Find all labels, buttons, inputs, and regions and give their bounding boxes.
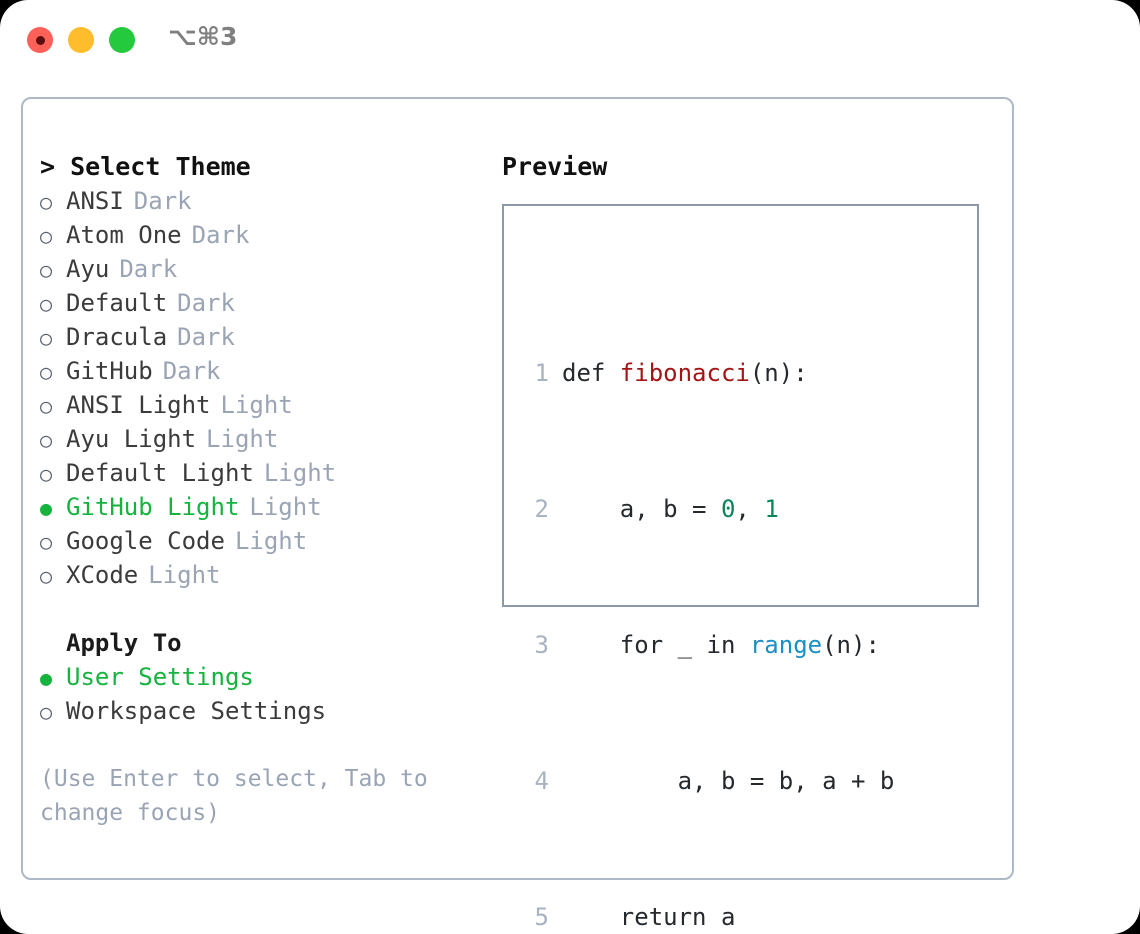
theme-option-tag: Dark [133, 187, 192, 215]
preview-column: Preview [502, 150, 992, 184]
code-text: for _ in range(n): [562, 628, 880, 662]
code-line: 1 def fibonacci(n): [522, 356, 923, 390]
theme-option-tag: Light [249, 493, 322, 521]
code-line: 3 for _ in range(n): [522, 628, 923, 662]
theme-option-tag: Light [148, 561, 221, 589]
apply-to-option-workspace-settings[interactable]: ○ Workspace Settings [40, 694, 490, 728]
radio-icon: ○ [40, 326, 53, 350]
list-spacer [40, 592, 490, 626]
theme-option-github-light[interactable]: ● GitHub Light Light [40, 490, 490, 524]
code-text: def fibonacci(n): [562, 356, 808, 390]
theme-option-tag: Light [234, 527, 308, 555]
radio-icon: ○ [40, 292, 53, 316]
preview-heading: Preview [502, 152, 608, 181]
theme-option-label: Dracula [66, 323, 168, 351]
theme-option-default-light[interactable]: ○ Default Light Light [40, 456, 490, 490]
preview-box: 1 def fibonacci(n): 2 a, b = 0, 1 3 for … [502, 204, 979, 931]
code-token: , [735, 495, 765, 523]
code-line: 2 a, b = 0, 1 [522, 492, 923, 526]
theme-option-github-dark[interactable]: ○ GitHub Dark [40, 354, 490, 388]
theme-option-label: ANSI [66, 187, 124, 215]
apply-to-option-label: Workspace Settings [66, 697, 327, 725]
code-token-number: 1 [764, 495, 779, 523]
code-token: for _ in [562, 631, 750, 659]
code-line: 5 return a [522, 900, 923, 934]
theme-option-label: Google Code [66, 527, 225, 555]
theme-option-label: GitHub Light [66, 493, 240, 521]
theme-picker-heading: > Select Theme [40, 152, 251, 181]
theme-option-label: XCode [66, 561, 139, 589]
keyboard-hint-text: (Use Enter to select, Tab to change focu… [40, 766, 428, 826]
theme-option-dracula-dark[interactable]: ○ Dracula Dark [40, 320, 490, 354]
radio-icon: ○ [40, 190, 53, 214]
traffic-light-group [27, 27, 150, 53]
theme-option-label: ANSI Light [66, 391, 211, 419]
theme-option-atom-one-dark[interactable]: ○ Atom One Dark [40, 218, 490, 252]
title-bar: ⌥⌘3 [0, 0, 1140, 78]
theme-option-tag: Dark [177, 289, 235, 317]
theme-option-label: Default Light [66, 459, 254, 487]
apply-to-option-list[interactable]: ● User Settings ○ Workspace Settings [40, 660, 490, 728]
radio-icon: ○ [40, 428, 53, 452]
theme-option-ayu-light[interactable]: ○ Ayu Light Light [40, 422, 490, 456]
theme-option-tag: Dark [191, 221, 250, 249]
theme-option-default-dark[interactable]: ○ Default Dark [40, 286, 490, 320]
theme-option-google-code-light[interactable]: ○ Google Code Light [40, 524, 490, 558]
code-text: return a [562, 903, 736, 931]
radio-selected-icon: ● [40, 496, 53, 520]
theme-option-tag: Light [220, 391, 293, 419]
theme-option-xcode-light[interactable]: ○ XCode Light [40, 558, 490, 592]
radio-icon: ○ [40, 530, 53, 554]
code-token-function: fibonacci [619, 359, 750, 387]
theme-option-label: GitHub [66, 357, 153, 385]
apply-to-option-user-settings[interactable]: ● User Settings [40, 660, 490, 694]
line-number: 2 [534, 495, 549, 523]
keyboard-shortcut-label: ⌥⌘3 [168, 22, 238, 51]
radio-icon: ○ [40, 224, 53, 248]
theme-option-tag: Dark [162, 357, 221, 385]
code-preview: 1 def fibonacci(n): 2 a, b = 0, 1 3 for … [522, 254, 923, 934]
code-token: (n): [822, 631, 880, 659]
theme-option-ansi-light[interactable]: ○ ANSI Light Light [40, 388, 490, 422]
theme-option-list[interactable]: ○ ANSI Dark ○ Atom One Dark ○ Ayu Dark ○… [40, 184, 490, 592]
theme-option-tag: Dark [177, 323, 235, 351]
theme-option-label: Atom One [66, 221, 182, 249]
code-line: 4 a, b = b, a + b [522, 764, 923, 798]
radio-icon: ○ [40, 360, 53, 384]
theme-option-label: Ayu Light [66, 425, 197, 453]
main-panel: > Select Theme ○ ANSI Dark ○ Atom One Da… [21, 97, 1014, 931]
radio-icon: ○ [40, 462, 53, 486]
code-token-number: 0 [720, 495, 736, 523]
theme-option-ansi-dark[interactable]: ○ ANSI Dark [40, 184, 490, 218]
code-token: a, b = [562, 495, 721, 523]
line-number: 5 [534, 903, 549, 931]
zoom-button[interactable] [109, 27, 135, 53]
close-button[interactable] [27, 27, 53, 53]
radio-icon: ○ [40, 258, 53, 282]
radio-icon: ○ [40, 700, 53, 724]
theme-option-label: Default [66, 289, 168, 317]
apply-to-option-label: User Settings [66, 663, 254, 691]
theme-option-tag: Dark [119, 255, 178, 283]
line-number: 4 [534, 767, 549, 795]
code-token: (n): [749, 359, 808, 387]
theme-option-tag: Light [206, 425, 279, 453]
apply-to-heading: Apply To [66, 629, 182, 657]
theme-option-label: Ayu [66, 255, 110, 283]
code-text: a, b = 0, 1 [562, 492, 779, 526]
code-text: a, b = b, a + b [562, 767, 895, 795]
minimize-button[interactable] [68, 27, 94, 53]
theme-picker-column: > Select Theme ○ ANSI Dark ○ Atom One Da… [40, 150, 490, 830]
radio-selected-icon: ● [40, 666, 53, 690]
code-token: def [562, 359, 620, 387]
radio-icon: ○ [40, 394, 53, 418]
line-number: 3 [534, 631, 549, 659]
theme-option-tag: Light [263, 459, 337, 487]
radio-icon: ○ [40, 564, 53, 588]
line-number: 1 [534, 359, 549, 387]
code-token-builtin: range [749, 631, 823, 659]
theme-option-ayu-dark[interactable]: ○ Ayu Dark [40, 252, 490, 286]
